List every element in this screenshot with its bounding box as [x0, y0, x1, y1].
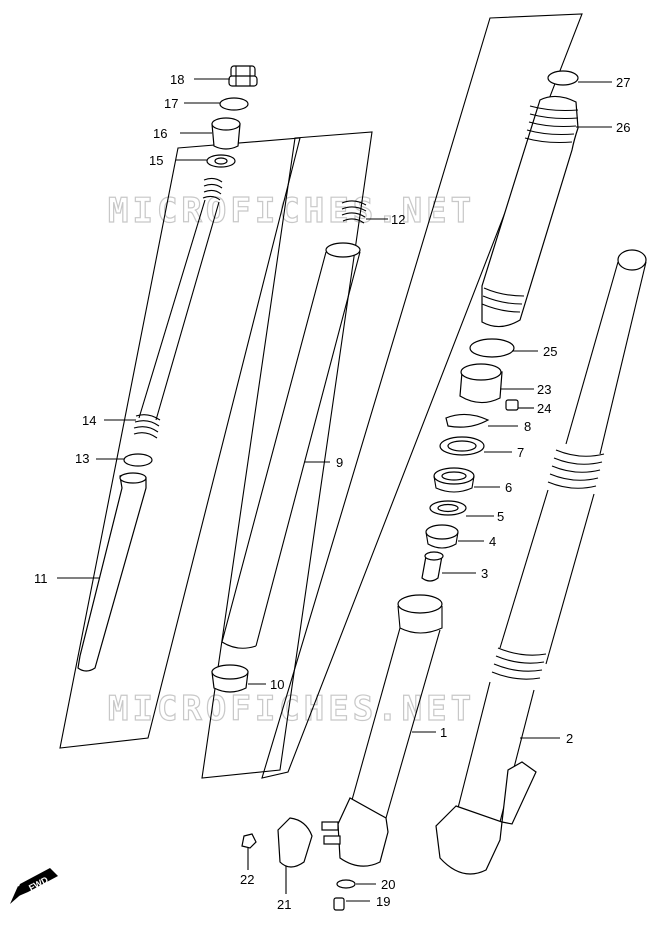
callout-13: 13	[75, 451, 89, 466]
part-19-bolt	[333, 897, 345, 911]
callout-9: 9	[336, 455, 343, 470]
callout-1: 1	[440, 725, 447, 740]
callout-20: 20	[381, 877, 395, 892]
part-17-o-ring	[219, 97, 249, 111]
callout-10: 10	[270, 677, 284, 692]
callout-14: 14	[82, 413, 96, 428]
watermark-bottom: MICROFICHES.NET	[108, 689, 475, 729]
part-3-bushing	[421, 551, 444, 582]
callout-26: 26	[616, 120, 630, 135]
callout-24: 24	[537, 401, 551, 416]
part-25-clamp	[469, 338, 515, 358]
callout-22: 22	[240, 872, 254, 887]
part-6-seal	[433, 467, 475, 493]
part-24-bolt	[505, 399, 519, 411]
part-1-outer-tube	[321, 594, 443, 867]
callout-2: 2	[566, 731, 573, 746]
part-14-spring	[133, 177, 223, 439]
part-27-clamp	[547, 70, 579, 86]
part-13-ring	[123, 453, 153, 467]
leader-lines	[57, 78, 612, 902]
callout-12: 12	[391, 212, 405, 227]
part-7-oil-seal	[439, 436, 485, 456]
callout-19: 19	[376, 894, 390, 909]
part-4-bushing	[425, 524, 459, 549]
callout-6: 6	[505, 480, 512, 495]
part-21-axle-holder	[277, 817, 313, 868]
fwd-arrow-icon: FWD	[10, 868, 58, 904]
callout-17: 17	[164, 96, 178, 111]
callout-4: 4	[489, 534, 496, 549]
callout-7: 7	[517, 445, 524, 460]
part-22-nut	[241, 833, 257, 849]
callout-18: 18	[170, 72, 184, 87]
callout-23: 23	[537, 382, 551, 397]
part-8-seal	[445, 413, 490, 428]
callout-8: 8	[524, 419, 531, 434]
callout-25: 25	[543, 344, 557, 359]
part-12-spring	[341, 200, 367, 224]
part-26-dust-boot	[481, 95, 579, 328]
part-23-holder	[459, 363, 503, 404]
part-5-washer	[429, 500, 467, 516]
callout-5: 5	[497, 509, 504, 524]
panel-right-outline	[261, 13, 583, 779]
part-11-damper-rod	[77, 472, 147, 672]
callout-21: 21	[277, 897, 291, 912]
callout-11: 11	[34, 571, 48, 586]
part-10-slide-bushing	[211, 664, 249, 693]
callout-16: 16	[153, 126, 167, 141]
callout-15: 15	[149, 153, 163, 168]
part-9-inner-tube	[221, 242, 361, 649]
part-2-fork-assembly	[435, 249, 647, 875]
panel-middle-outline	[201, 131, 373, 779]
part-20-washer	[336, 879, 356, 889]
panel-left-outline	[59, 137, 301, 749]
callout-27: 27	[616, 75, 630, 90]
part-16-spacer	[211, 117, 241, 150]
part-18-cap-bolt	[228, 65, 258, 87]
callout-3: 3	[481, 566, 488, 581]
